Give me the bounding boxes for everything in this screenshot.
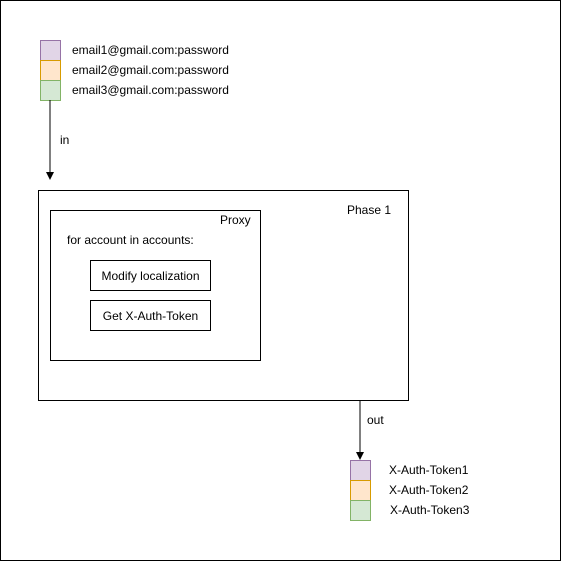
input-label-2: email2@gmail.com:password — [72, 63, 229, 77]
out-edge-label: out — [367, 413, 384, 427]
step-get-token: Get X-Auth-Token — [90, 300, 211, 331]
step-modify-localization: Modify localization — [90, 260, 211, 291]
step-label-1: Modify localization — [101, 268, 200, 283]
output-label-1: X-Auth-Token1 — [389, 463, 469, 477]
output-label-2: X-Auth-Token2 — [389, 483, 469, 497]
in-edge-label: in — [60, 133, 70, 147]
output-swatch-3 — [350, 500, 371, 521]
out-arrow-head — [356, 452, 364, 460]
output-label-3: X-Auth-Token3 — [390, 503, 470, 517]
in-arrow-head — [46, 172, 54, 180]
output-swatch-2 — [350, 480, 371, 501]
input-label-3: email3@gmail.com:password — [72, 83, 229, 97]
step-label-2: Get X-Auth-Token — [102, 308, 199, 323]
input-label-1: email1@gmail.com:password — [72, 43, 229, 57]
loop-text: for account in accounts: — [67, 233, 194, 247]
output-swatch-1 — [350, 460, 371, 481]
phase-title: Phase 1 — [347, 203, 392, 217]
proxy-title: Proxy — [220, 213, 251, 227]
